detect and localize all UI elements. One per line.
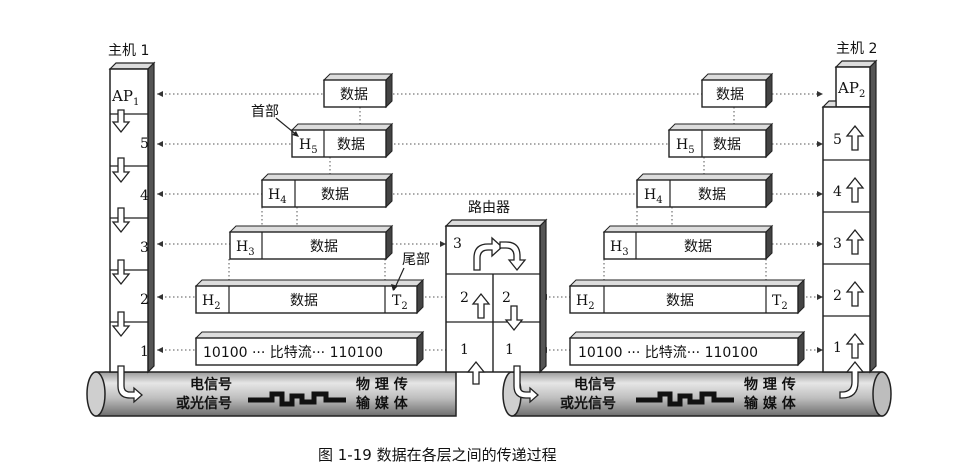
right-unit-5-data: 数据 <box>713 137 741 153</box>
right-unit-h3: H3 <box>610 239 629 258</box>
host1-layer-5: 5 <box>140 136 149 152</box>
left-unit-4-data: 数据 <box>321 187 349 203</box>
right-unit-3-data: 数据 <box>684 239 712 255</box>
host1-title: 主机 1 <box>108 43 149 59</box>
host1-layer-2: 2 <box>140 292 149 308</box>
medium-label-left-1: 电信号 <box>190 376 232 393</box>
signal-wave-left <box>248 391 346 407</box>
peer-lines <box>157 93 823 351</box>
host-1: AP1 5 4 3 2 1 <box>108 61 156 404</box>
host2-ap-label: AP2 <box>837 79 865 100</box>
host1-layer-3: 3 <box>140 240 149 256</box>
router-left-layer-3: 3 <box>453 236 462 252</box>
router-arrows <box>466 236 539 404</box>
right-unit-h5: H5 <box>676 137 695 156</box>
left-unit-2-data: 数据 <box>290 293 318 309</box>
right-unit-ap-data: 数据 <box>716 87 744 103</box>
host1-layer-1: 1 <box>140 344 149 360</box>
medium-label-right-2: 或光信号 <box>560 395 616 412</box>
host1-layer-4: 4 <box>140 188 149 204</box>
right-unit-h2: H2 <box>576 293 595 312</box>
host2-layer-2: 2 <box>833 288 842 304</box>
medium-label-left-4: 输 媒 体 <box>356 395 409 412</box>
left-unit-5-data: 数据 <box>337 137 365 153</box>
right-unit-t2: T2 <box>772 293 788 312</box>
right-unit-4-data: 数据 <box>698 187 726 203</box>
host2-layer-3: 3 <box>833 236 842 252</box>
router-right-layer-2: 2 <box>502 290 511 306</box>
header-callout: 首部 <box>251 104 279 120</box>
right-unit-bitstream: 10100 ··· 比特流··· 110100 <box>578 345 758 361</box>
signal-wave-right <box>636 391 734 407</box>
host2-up-arrows <box>839 124 865 399</box>
router-right-layer-1: 1 <box>505 342 514 358</box>
router-title: 路由器 <box>468 200 510 216</box>
router-left-layer-1: 1 <box>460 342 469 358</box>
left-unit-h3: H3 <box>236 239 255 258</box>
right-unit-h4: H4 <box>644 187 663 206</box>
host2-layer-1: 1 <box>833 340 842 356</box>
host2-title: 主机 2 <box>836 41 877 57</box>
left-unit-h4: H4 <box>268 187 287 206</box>
left-unit-h2: H2 <box>202 293 221 312</box>
left-unit-bitstream: 10100 ··· 比特流··· 110100 <box>203 345 383 361</box>
right-unit-2-data: 数据 <box>666 293 694 309</box>
router-left-layer-2: 2 <box>460 290 469 306</box>
host1-ap-label: AP1 <box>111 87 139 108</box>
medium-label-right-4: 输 媒 体 <box>744 395 797 412</box>
medium-label-left-2: 或光信号 <box>176 395 232 412</box>
host2-layer-5: 5 <box>833 132 842 148</box>
left-unit-3-data: 数据 <box>310 239 338 255</box>
medium-label-left-3: 物 理 传 <box>356 376 408 393</box>
figure-caption: 图 1-19 数据在各层之间的传递过程 <box>318 446 557 464</box>
left-unit-h5: H5 <box>299 137 318 156</box>
left-units: 数据 H5 数据 H4 数据 H3 数据 H2 数据 T2 10100 ··· … <box>194 72 425 367</box>
physical-medium-left <box>86 371 457 417</box>
host-2: AP2 5 4 3 2 1 <box>821 59 878 399</box>
right-units: 数据 H5 数据 H4 数据 H3 数据 H2 数据 T2 10100 ··· … <box>568 72 806 367</box>
left-unit-ap-data: 数据 <box>340 87 368 103</box>
host1-down-arrows <box>111 109 143 404</box>
medium-label-right-3: 物 理 传 <box>744 376 796 393</box>
router: 3 2 1 2 1 <box>444 218 548 404</box>
left-unit-t2: T2 <box>392 293 408 312</box>
trailer-callout: 尾部 <box>402 252 430 268</box>
host2-layer-4: 4 <box>833 184 842 200</box>
medium-label-right-1: 电信号 <box>574 376 616 393</box>
